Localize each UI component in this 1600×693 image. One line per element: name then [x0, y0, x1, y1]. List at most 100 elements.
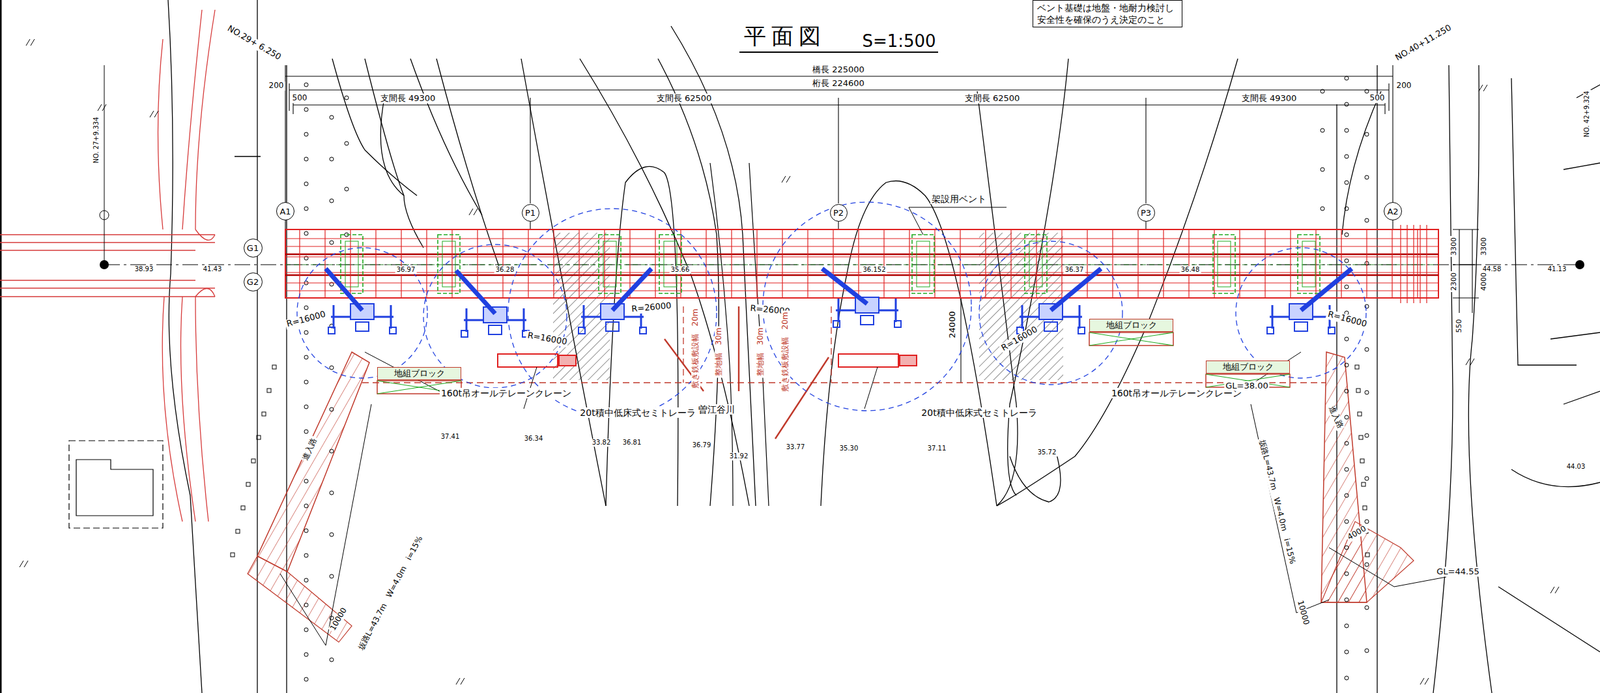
pier-marker: P3 — [1137, 203, 1156, 222]
block-label-box: 地組ブロック — [377, 366, 462, 380]
tree-mark — [344, 95, 349, 100]
cross-beam — [832, 229, 834, 298]
crane-outrigger — [465, 308, 468, 332]
grass-mark — [456, 677, 460, 685]
cross-beam — [400, 229, 402, 298]
block-label: 地組ブロック — [1093, 319, 1169, 331]
right-road — [1336, 65, 1600, 693]
fence-mark — [235, 528, 240, 533]
cross-beam — [527, 229, 529, 298]
grass-mark — [102, 104, 107, 111]
cross-beam — [1137, 229, 1139, 298]
ramp — [257, 351, 370, 572]
crane-boom — [1050, 268, 1101, 311]
crane-body — [355, 321, 369, 331]
grass-mark — [1424, 677, 1429, 685]
tree-mark — [304, 652, 309, 657]
tree-mark — [344, 141, 349, 146]
cross-beam — [375, 229, 376, 298]
grass-mark — [1420, 677, 1425, 685]
elevation: 33.77 — [785, 442, 807, 451]
grass-mark — [1555, 586, 1559, 593]
grass-mark — [469, 208, 473, 215]
cross-beam — [451, 229, 453, 298]
crane-radius — [423, 244, 567, 388]
elevation: 36.28 — [494, 265, 516, 274]
cross-beam — [1213, 229, 1215, 298]
elevation: 35.72 — [1036, 448, 1058, 457]
cross-beam — [1340, 229, 1342, 298]
tree-mark — [1344, 545, 1349, 550]
tree-mark — [304, 503, 309, 508]
cross-beam — [756, 229, 758, 298]
dimension: 4000 — [1345, 523, 1370, 543]
tree-mark — [329, 115, 334, 120]
elevation: 38.93 — [133, 265, 156, 273]
erection-bent — [912, 234, 935, 294]
pier-label: G1 — [246, 243, 259, 253]
crane-outrigger — [895, 298, 898, 322]
steel-plate-boundary — [664, 306, 829, 439]
tree-mark — [329, 532, 334, 537]
crane-pad — [1328, 327, 1335, 334]
crane-pad — [328, 327, 335, 334]
leader-line — [364, 351, 470, 393]
crane-boom — [456, 270, 496, 314]
tree-mark — [1344, 128, 1349, 133]
block-cross — [1089, 332, 1174, 346]
tree-mark — [329, 573, 334, 578]
grass-mark — [473, 208, 478, 215]
pier-marker: G2 — [243, 272, 263, 292]
station-number: NO. 42+9.324 — [1583, 89, 1591, 139]
erection-bent — [1029, 241, 1043, 287]
fence-mark — [246, 482, 251, 486]
cross-beam — [705, 229, 707, 298]
cross-beam — [578, 229, 580, 298]
width-label: 整地幅 30m — [756, 326, 766, 378]
tree-mark — [304, 602, 309, 607]
tree-mark — [1364, 476, 1369, 481]
fence-mark — [1362, 505, 1367, 510]
crane-pad — [639, 327, 647, 334]
block-label-box: 地組ブロック — [1205, 360, 1290, 374]
tree-mark — [1320, 128, 1325, 133]
dimension: 550 — [1455, 317, 1464, 335]
elevation: 36.34 — [523, 434, 545, 443]
contour-lines — [332, 26, 1382, 506]
pier-label: P3 — [1140, 208, 1152, 217]
dimension-lines — [285, 65, 1479, 383]
erection-bent — [1213, 234, 1236, 294]
erection-bent — [345, 241, 359, 287]
erection-bent — [659, 234, 682, 294]
tree-mark — [329, 407, 334, 412]
tree-mark — [1344, 441, 1349, 445]
dimension: 200 — [1395, 81, 1414, 91]
crane-outrigger — [1078, 304, 1081, 329]
cross-beam — [781, 229, 783, 298]
tree-mark — [1344, 675, 1349, 680]
tree-mark — [304, 355, 309, 359]
grass-mark — [1550, 586, 1555, 593]
frame-line — [0, 0, 2, 693]
pier-label: P1 — [525, 208, 536, 217]
tree-mark — [329, 365, 334, 370]
tree-mark — [304, 676, 309, 681]
cross-beam — [1416, 229, 1418, 298]
cross-beam — [857, 229, 859, 298]
crane-pad — [578, 327, 586, 334]
elevation: 33.82 — [590, 438, 613, 447]
cross-beam — [883, 229, 885, 298]
cross-beam — [299, 229, 300, 298]
leader-line — [908, 207, 1007, 208]
cross-beam — [1035, 229, 1037, 298]
crane-pad — [389, 327, 397, 334]
dimension: 2300 — [1450, 271, 1459, 292]
grass-mark — [30, 39, 35, 46]
crane-body — [1294, 321, 1308, 331]
pier-marker: P2 — [829, 203, 848, 222]
semitrailer-cab — [558, 355, 576, 366]
tree-mark — [329, 240, 334, 245]
callout-label: 160t吊オールテレーンクレーン — [439, 387, 573, 399]
semitrailer — [838, 353, 899, 367]
tree-mark — [1344, 76, 1349, 81]
